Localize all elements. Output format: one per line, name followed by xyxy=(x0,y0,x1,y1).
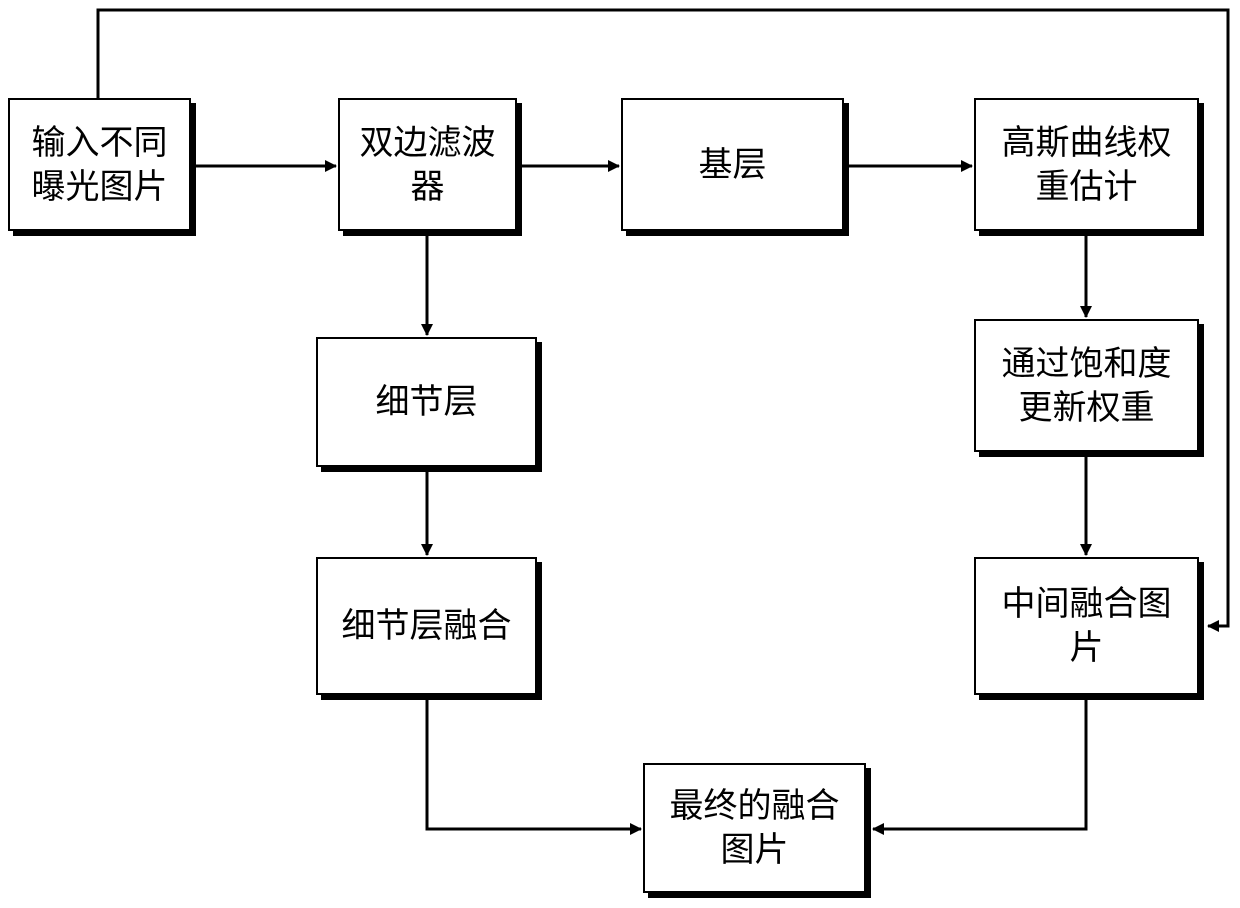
node-input-images: 输入不同 曝光图片 xyxy=(8,98,191,231)
node-saturation-update: 通过饱和度 更新权重 xyxy=(974,319,1199,452)
edge-detail-fusion-to-final-fusion xyxy=(425,695,642,835)
node-detail-layer-label: 细节层 xyxy=(375,382,478,422)
node-base-layer: 基层 xyxy=(621,98,844,231)
node-detail-fusion-label: 细节层融合 xyxy=(341,606,512,646)
node-final-fusion-label: 最终的融合 图片 xyxy=(669,786,840,870)
node-bilateral-filter: 双边滤波 器 xyxy=(338,98,517,231)
node-input-images-label: 输入不同 曝光图片 xyxy=(31,122,168,207)
node-detail-fusion: 细节层融合 xyxy=(316,557,537,695)
node-gaussian-weight: 高斯曲线权 重估计 xyxy=(974,98,1199,231)
node-gaussian-weight-label: 高斯曲线权 重估计 xyxy=(1001,122,1172,207)
node-intermediate-fusion: 中间融合图 片 xyxy=(974,557,1199,695)
node-intermediate-fusion-label: 中间融合图 片 xyxy=(1001,584,1172,668)
node-final-fusion: 最终的融合 图片 xyxy=(643,763,866,893)
node-bilateral-filter-label: 双边滤波 器 xyxy=(359,122,496,207)
node-base-layer-label: 基层 xyxy=(698,144,767,185)
edge-input-to-intermediate-fusion xyxy=(96,8,1230,632)
node-detail-layer: 细节层 xyxy=(316,337,537,467)
edge-intermediate-fusion-to-final-fusion xyxy=(872,695,1088,835)
node-saturation-update-label: 通过饱和度 更新权重 xyxy=(1001,343,1172,428)
